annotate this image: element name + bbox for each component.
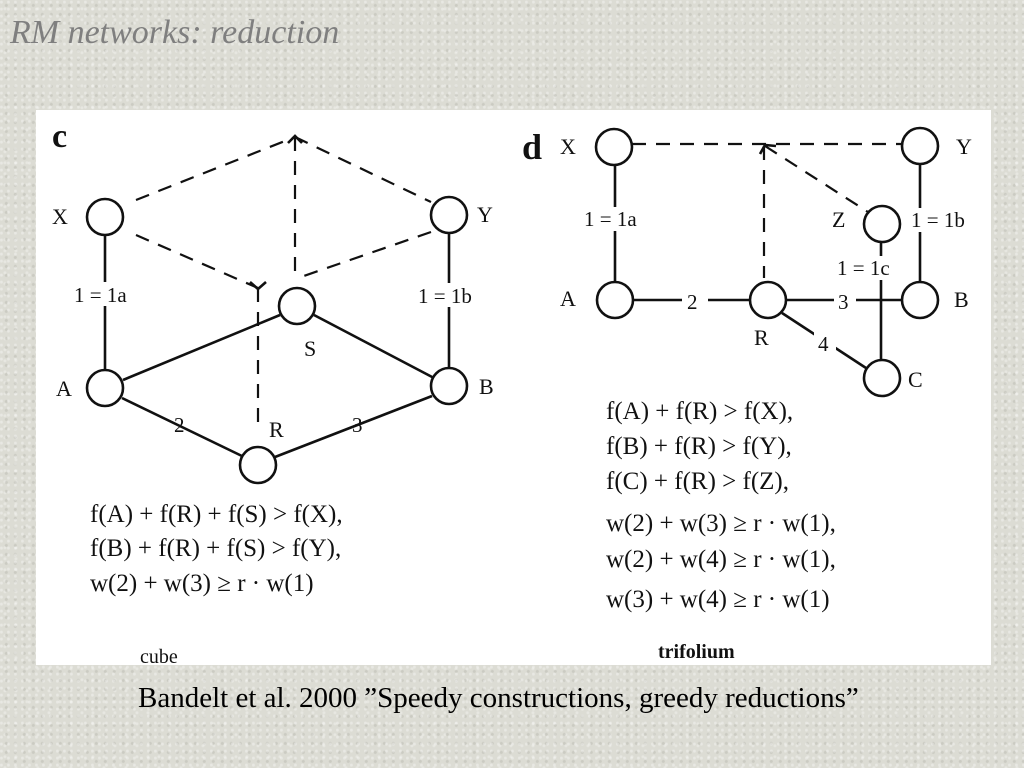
trifolium-corner-mark	[758, 143, 777, 155]
trifolium-node-c	[862, 358, 902, 398]
trifolium-node-b	[900, 280, 940, 320]
trifolium-formula-3: f(C) + f(R) > f(Z),	[606, 468, 789, 495]
cube-node-a	[85, 368, 125, 408]
cube-label-b: B	[479, 374, 494, 399]
cube-node-s	[277, 286, 317, 326]
trifolium-label-x: X	[560, 134, 576, 159]
trifolium-edge-label-3: 3	[838, 290, 849, 314]
trifolium-node-a	[595, 280, 635, 320]
cube-label-r: R	[269, 417, 284, 442]
trifolium-label-b: B	[954, 287, 969, 312]
trifolium-node-x	[594, 127, 634, 167]
trifolium-label-z: Z	[832, 207, 845, 232]
trifolium-formula-1: f(A) + f(R) > f(X),	[606, 398, 793, 425]
cube-corner-mark	[249, 281, 267, 291]
trifolium-label-a: A	[560, 286, 576, 311]
cube-label-a: A	[56, 376, 72, 401]
trifolium-dashed-edge	[764, 145, 869, 213]
panel-c-letter: c	[52, 118, 67, 155]
panel-d-letter: d	[522, 127, 542, 167]
trifolium-formula-5: w(2) + w(4) ≥ r · w(1),	[606, 546, 836, 573]
cube-node-b	[429, 366, 469, 406]
trifolium-label-c: C	[908, 367, 923, 392]
figure-panel: c X Y S A B R 1 = 1a 1 = 1b 2 3 f(A) + f…	[36, 110, 991, 665]
cube-dashed-edge	[135, 233, 259, 290]
trifolium-node-z	[862, 204, 902, 244]
cube-edge-label-3: 3	[352, 413, 363, 437]
trifolium-label-r: R	[754, 325, 769, 350]
cube-edge-label-right: 1 = 1b	[418, 284, 472, 308]
cube-edge-a-r	[121, 396, 245, 459]
cube-label-s: S	[304, 336, 316, 361]
cube-corner-mark	[287, 134, 303, 144]
cube-node-y	[429, 195, 469, 235]
cube-node-x	[85, 197, 125, 237]
trifolium-formula-2: f(B) + f(R) > f(Y),	[606, 433, 792, 460]
cube-caption: cube	[140, 646, 178, 665]
cube-edge-label-2: 2	[174, 413, 185, 437]
cube-formula-2: f(B) + f(R) + f(S) > f(Y),	[90, 535, 341, 562]
cube-dashed-edge	[297, 230, 432, 280]
cube-edge-label-left: 1 = 1a	[74, 283, 127, 307]
cube-edge-s-b	[313, 313, 435, 380]
trifolium-formula-4: w(2) + w(3) ≥ r · w(1),	[606, 510, 836, 537]
trifolium-edge-label-1a: 1 = 1a	[584, 207, 637, 231]
cube-formula-3: w(2) + w(3) ≥ r · w(1)	[90, 570, 314, 597]
trifolium-edge-label-1b: 1 = 1b	[911, 208, 965, 232]
trifolium-caption: trifolium	[658, 641, 735, 663]
trifolium-edge-label-2: 2	[687, 290, 698, 314]
trifolium-edge-label-1c: 1 = 1c	[837, 256, 890, 280]
cube-edge-r-b	[274, 394, 433, 459]
trifolium-node-r	[748, 280, 788, 320]
cube-label-x: X	[52, 204, 68, 229]
trifolium-node-y	[900, 126, 940, 166]
citation: Bandelt et al. 2000 ”Speedy construction…	[138, 682, 859, 714]
cube-label-y: Y	[477, 202, 493, 227]
panel-d: d X Y Z A B R C 1 = 1a 1 = 1b 1 = 1c 2 3…	[522, 126, 987, 663]
cube-node-r	[238, 445, 278, 485]
panel-c: c X Y S A B R 1 = 1a 1 = 1b 2 3 f(A) + f…	[52, 118, 494, 665]
network-figure: c X Y S A B R 1 = 1a 1 = 1b 2 3 f(A) + f…	[52, 118, 987, 665]
cube-dashed-edge	[294, 136, 432, 203]
trifolium-label-y: Y	[956, 134, 972, 159]
trifolium-formula-6: w(3) + w(4) ≥ r · w(1)	[606, 586, 830, 613]
slide-title: RM networks: reduction	[10, 14, 340, 51]
trifolium-edge-label-4: 4	[818, 332, 829, 356]
cube-dashed-edge	[135, 135, 296, 202]
cube-edge-a-s	[122, 313, 281, 382]
cube-formula-1: f(A) + f(R) + f(S) > f(X),	[90, 501, 343, 528]
